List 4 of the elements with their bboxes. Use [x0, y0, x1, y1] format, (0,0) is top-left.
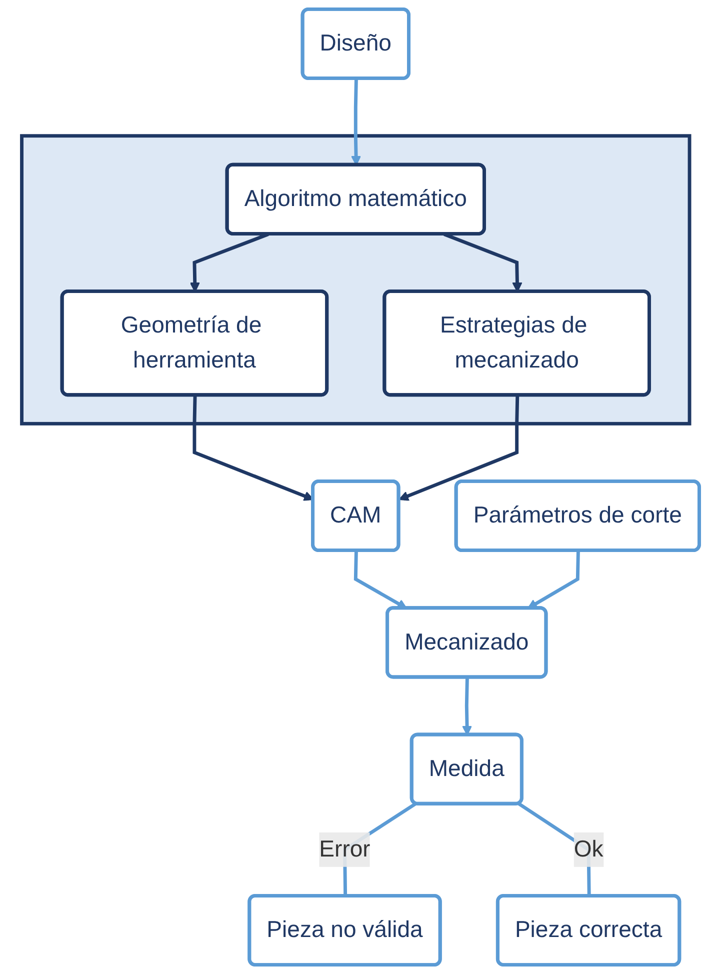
cluster — [20, 134, 692, 426]
edge-label: Error — [319, 836, 370, 862]
edge-label: Ok — [574, 836, 604, 862]
arrow — [398, 395, 520, 501]
